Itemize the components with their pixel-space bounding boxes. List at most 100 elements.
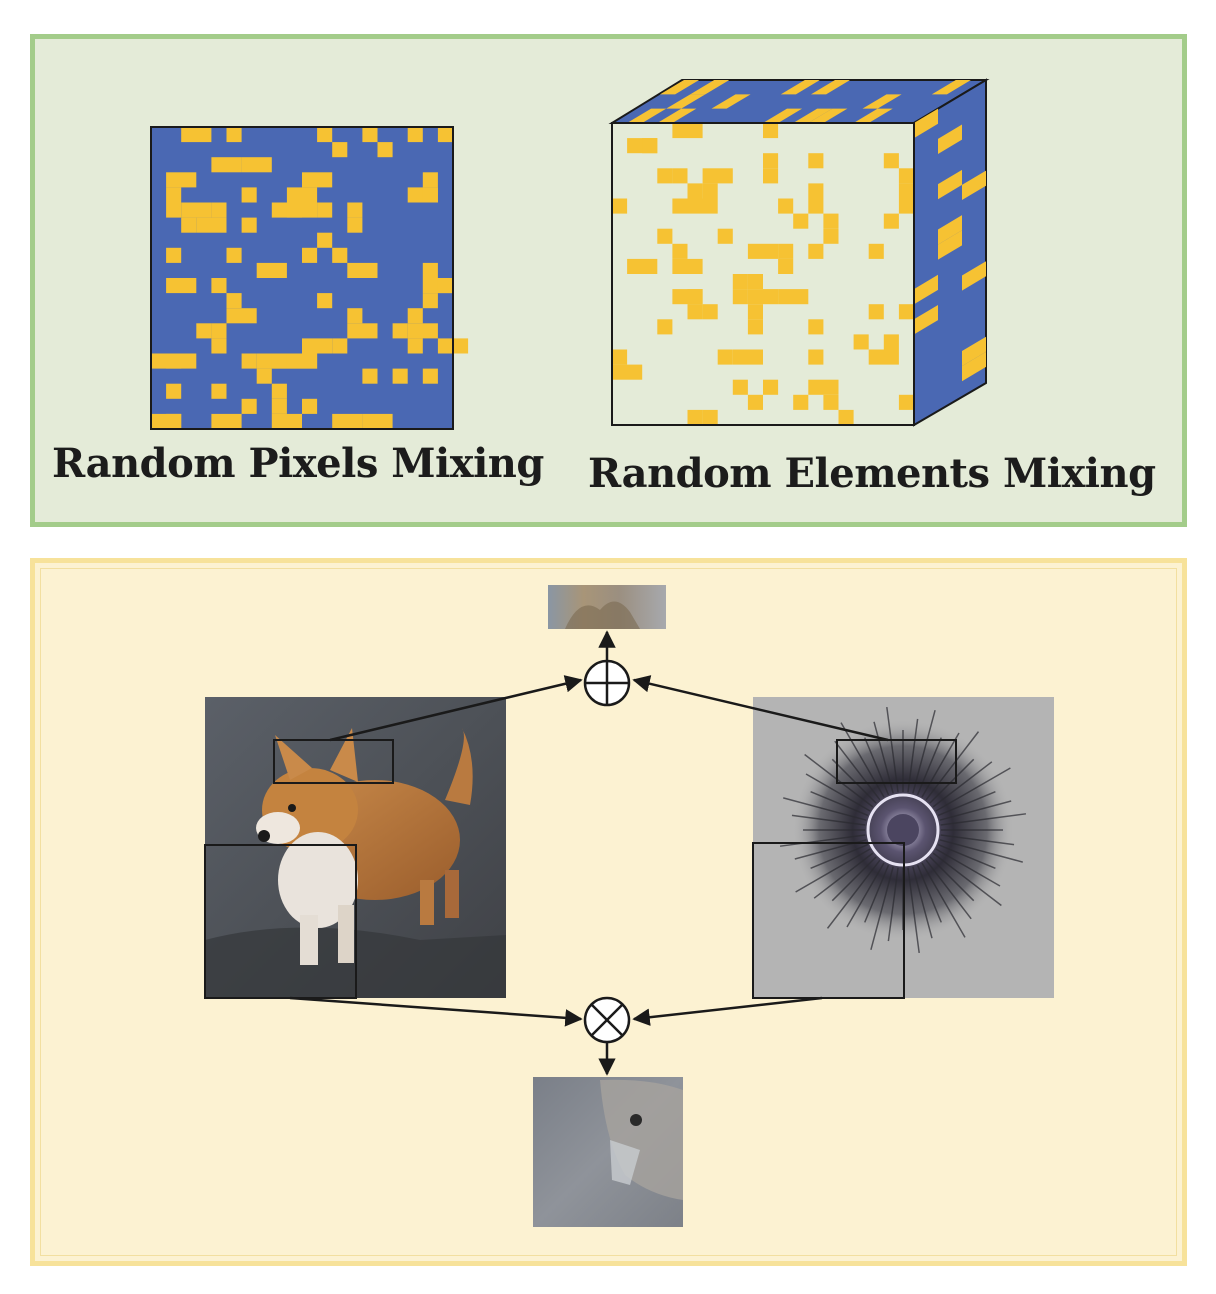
yellow-pixel	[347, 262, 378, 278]
yellow-pixel	[347, 308, 363, 324]
fractal-ray	[810, 791, 869, 817]
yellow-element	[898, 198, 914, 214]
fractal-ray	[940, 813, 1027, 826]
yellow-pixel	[347, 202, 363, 218]
fractal-ray	[921, 862, 966, 938]
yellow-element	[657, 319, 673, 335]
fractal-ray	[795, 848, 871, 893]
yellow-pixel	[256, 368, 272, 384]
yellow-element	[763, 168, 779, 184]
fractal-ray	[932, 761, 993, 808]
yellow-element	[747, 289, 779, 305]
yellow-element	[717, 228, 733, 244]
fractal-ray	[929, 758, 975, 804]
fractal-ray	[864, 864, 890, 923]
yellow-element	[660, 80, 700, 95]
yellow-pixel	[241, 398, 257, 414]
yellow-element	[702, 168, 733, 184]
random-elements-mixing-label: Random Elements Mixing	[588, 450, 1156, 497]
yellow-element	[687, 409, 703, 425]
yellow-pixel	[362, 413, 378, 429]
yellow-element	[938, 215, 962, 245]
fractal-ray	[937, 791, 996, 817]
fractal-ray	[804, 753, 874, 808]
yellow-element	[763, 108, 803, 123]
fractal-ray	[870, 866, 894, 950]
yellow-element	[732, 274, 748, 290]
yellow-pixel	[241, 187, 257, 203]
fractal-ray	[912, 710, 936, 794]
yellow-element	[672, 123, 703, 139]
grid-border	[150, 126, 454, 430]
yellow-element	[898, 394, 914, 410]
yellow-pixel	[256, 262, 287, 278]
yellow-element	[672, 258, 703, 274]
yellow-element	[883, 153, 899, 169]
yellow-pixel	[302, 202, 318, 218]
yellow-element	[763, 153, 779, 169]
yellow-pixel	[211, 157, 242, 173]
yellow-element	[962, 336, 986, 367]
yellow-pixel	[422, 172, 438, 188]
yellow-pixel	[302, 247, 318, 263]
yellow-pixel	[241, 217, 257, 233]
yellow-pixel	[181, 217, 197, 233]
yellow-element	[914, 274, 938, 305]
fractal-ray	[864, 737, 890, 796]
yellow-element	[838, 409, 854, 425]
random-elements-cube	[608, 78, 990, 427]
yellow-element	[883, 213, 899, 229]
fractal-ray	[831, 856, 877, 902]
yellow-element	[931, 80, 971, 95]
yellow-element	[657, 228, 673, 244]
yellow-pixel	[166, 383, 182, 399]
yellow-pixel	[317, 293, 333, 309]
yellow-pixel	[302, 398, 318, 414]
yellow-pixel	[347, 217, 363, 233]
yellow-element	[627, 258, 658, 274]
fractal-ray	[826, 859, 881, 929]
yellow-element	[914, 304, 938, 335]
yellow-element	[962, 351, 986, 382]
yellow-element	[687, 304, 703, 320]
yellow-element	[793, 213, 809, 229]
yellow-pixel	[211, 202, 227, 218]
yellow-element	[823, 213, 839, 229]
yellow-element	[853, 334, 869, 350]
yellow-element	[778, 243, 794, 259]
yellow-element	[672, 168, 688, 184]
yellow-pixel	[271, 383, 287, 399]
yellow-element	[711, 94, 751, 109]
yellow-pixel	[422, 293, 438, 309]
yellow-pixel	[317, 127, 333, 143]
yellow-pixel	[166, 247, 182, 263]
yellow-element	[747, 319, 763, 335]
fractal-ray	[939, 839, 1023, 863]
yellow-element	[823, 394, 839, 410]
yellow-pixel	[181, 202, 212, 218]
yellow-pixel	[437, 278, 453, 294]
yellow-element	[778, 258, 794, 274]
yellow-pixel	[392, 368, 408, 384]
fractal-ray	[925, 731, 980, 801]
dog-patch-crop-box	[204, 844, 357, 999]
fractal-ray	[783, 797, 867, 821]
yellow-pixel	[317, 202, 333, 218]
yellow-element	[627, 108, 667, 123]
fractal-ray	[935, 848, 1001, 887]
yellow-element	[763, 379, 779, 395]
add-circle-icon	[583, 659, 631, 707]
yellow-element	[763, 123, 779, 139]
yellow-element	[780, 80, 820, 95]
yellow-pixel	[166, 202, 182, 218]
multiply-circle-icon	[583, 996, 631, 1044]
yellow-element	[808, 243, 824, 259]
fractal-ray	[840, 722, 885, 798]
yellow-element	[747, 243, 779, 259]
yellow-element	[612, 364, 643, 380]
fractal-ray	[873, 721, 894, 794]
yellow-pixel	[332, 338, 348, 354]
yellow-element	[778, 198, 794, 214]
yellow-element	[808, 349, 824, 365]
yellow-element	[717, 349, 733, 365]
